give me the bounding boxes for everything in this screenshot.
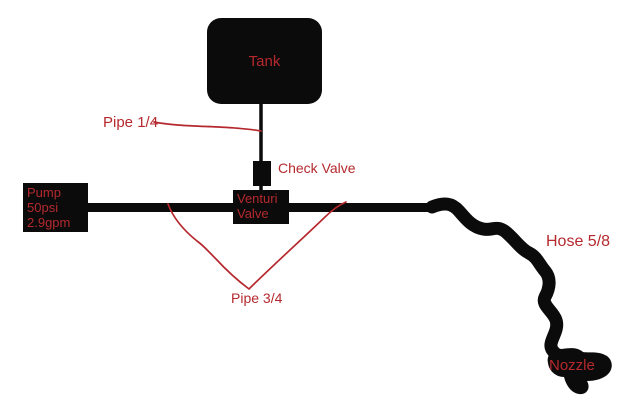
pump-label: Pump [27, 185, 61, 200]
nozzle-shape [547, 348, 612, 395]
check-valve-label: Check Valve [278, 160, 356, 176]
venturi-valve-box: Venturi Valve [233, 190, 289, 224]
pipe-1-4-leader-line [153, 121, 262, 132]
nozzle-label: Nozzle [549, 357, 595, 374]
check-valve-shape [253, 161, 271, 186]
hose-5-8-label: Hose 5/8 [546, 233, 611, 250]
tank-box: Tank [207, 18, 322, 104]
pipe-1-4-label: Pipe 1/4 [103, 114, 159, 131]
pipe-3-4-leader-line [167, 201, 347, 290]
pipe-3-4-label: Pipe 3/4 [231, 290, 283, 306]
pump-flow-value: 2.9gpm [27, 215, 71, 230]
venturi-valve-label-line1: Venturi [237, 191, 278, 206]
pump-box: Pump 50psi 2.9gpm [23, 183, 88, 232]
venturi-valve-label-line2: Valve [237, 206, 269, 221]
tank-label: Tank [248, 52, 281, 70]
hose-line [425, 197, 567, 365]
pump-pressure-value: 50psi [27, 200, 59, 215]
